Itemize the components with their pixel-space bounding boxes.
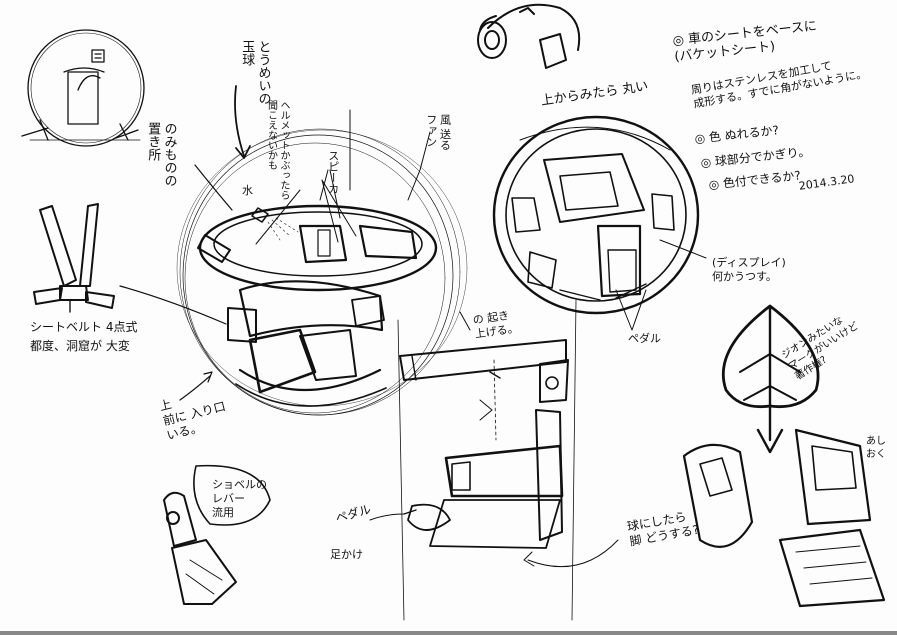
note-pedal-top: ペダル bbox=[628, 332, 661, 345]
main-sphere-sketch bbox=[176, 128, 468, 416]
note-display: (ディスプレイ) 何かうつす。 bbox=[712, 256, 786, 283]
note-arm: あし おく bbox=[866, 436, 886, 460]
armrest-sketch bbox=[682, 428, 886, 608]
note-main-sphere: とうめいの 玉球 bbox=[239, 40, 271, 105]
note-lever: ショベルの レバー 流用 bbox=[212, 478, 267, 519]
seatbelt-sketch bbox=[33, 203, 115, 313]
note-footrest: 足かけ bbox=[330, 548, 363, 561]
arrow-main-label bbox=[234, 85, 245, 157]
note-seat-belt: シートベルト 4点式 都度、洞窟が 大変 bbox=[30, 320, 138, 354]
note-cup-holder: のみものの 置き所 bbox=[145, 122, 177, 187]
side-view-sketch bbox=[397, 299, 577, 621]
note-wind-fan: 風 送る ファン bbox=[424, 114, 452, 151]
top-view-sphere-sketch bbox=[492, 115, 700, 315]
headset-sketch bbox=[477, 3, 581, 69]
zeon-mark-sketch bbox=[721, 304, 820, 454]
lever-sketch bbox=[163, 464, 271, 605]
small-sphere-sketch bbox=[21, 29, 145, 147]
note-water: 水 bbox=[242, 184, 253, 197]
note-speaker: スピーカ bbox=[326, 150, 340, 194]
bottom-edge bbox=[0, 631, 897, 635]
note-helmet: ヘルメットかぶったら 聞こえないかも bbox=[265, 100, 290, 200]
